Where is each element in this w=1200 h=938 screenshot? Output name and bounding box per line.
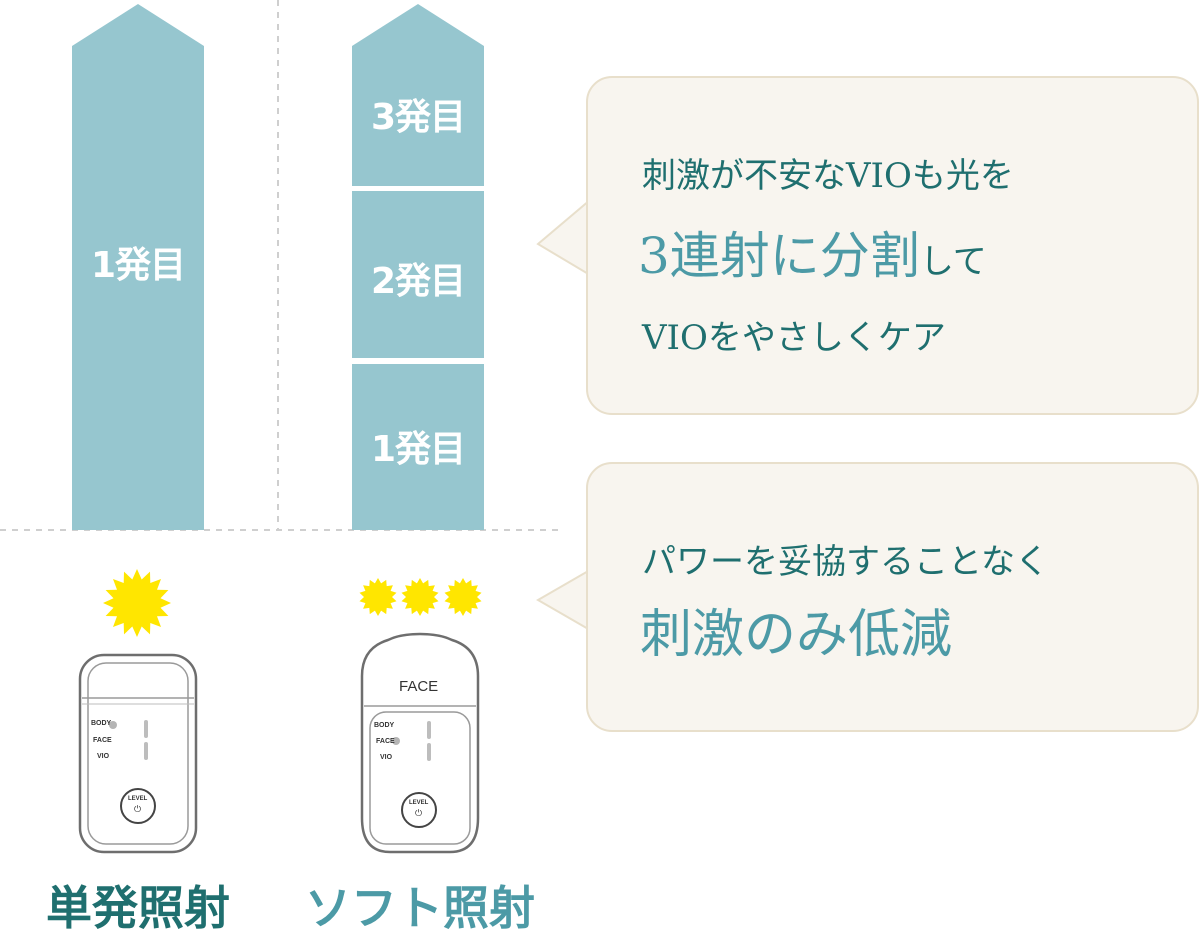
bubble-bottom-line1: パワーを妥協することなく [642,542,1049,582]
bubble-bottom-tail [535,568,591,632]
device-mode-face: FACE [376,738,395,745]
power-icon: ⏻ [134,804,142,814]
bubble-top: 刺激が不安なVIOも光を 3連射に分割して VIOをやさしくケア [586,76,1199,415]
bubble-top-line2: 3連射に分割して [638,216,987,288]
soft-shot-label-2: 2発目 [370,261,466,302]
soft-shot-label-1: 1発目 [370,429,466,470]
single-shot-device-illustration [78,653,198,854]
single-shot-arrow [72,4,204,530]
device-mode-body: BODY [91,720,112,727]
power-icon: ⏻ [415,808,423,818]
level-button-icon [401,792,437,828]
device-level-label: LEVEL [128,796,148,802]
flash-burst-icon [103,569,171,637]
bubble-top-line1: 刺激が不安なVIOも光を [642,156,1014,196]
device-mode-body: BODY [374,722,395,729]
soft-shot-caption: ソフト照射 [305,881,535,935]
soft-shot-label-3: 3発目 [370,97,466,138]
mode-indicator-icon [109,721,117,729]
bubble-top-line2-tail: して [919,242,987,282]
soft-shot-device-illustration [360,632,480,854]
level-button-icon [120,788,156,824]
soft-shot-segment-1 [352,364,484,530]
face-cap-label: FACE [399,678,439,695]
bubble-bottom-highlight: 刺激のみ低減 [640,605,953,665]
triple-flash-burst-icon [359,578,482,616]
bubble-top-highlight: 3連射に分割 [638,227,920,285]
flash-burst-icon [401,578,439,616]
soft-shot-segment-2 [352,191,484,358]
device-mode-vio: VIO [380,754,393,761]
bubble-bottom: パワーを妥協することなく 刺激のみ低減 [586,462,1199,732]
flash-burst-icon [359,578,397,616]
device-mode-face: FACE [93,737,112,744]
bubble-top-tail [536,197,591,277]
soft-shot-segment-3 [352,4,484,186]
bubble-top-line3: VIOをやさしくケア [642,318,946,358]
mode-indicator-icon [392,737,400,745]
device-level-label: LEVEL [409,800,429,806]
single-shot-caption: 単発照射 [46,881,230,935]
flash-burst-icon [444,578,482,616]
single-flash-burst-icon [103,569,171,637]
single-shot-label: 1発目 [90,245,186,286]
device-mode-vio: VIO [97,753,110,760]
